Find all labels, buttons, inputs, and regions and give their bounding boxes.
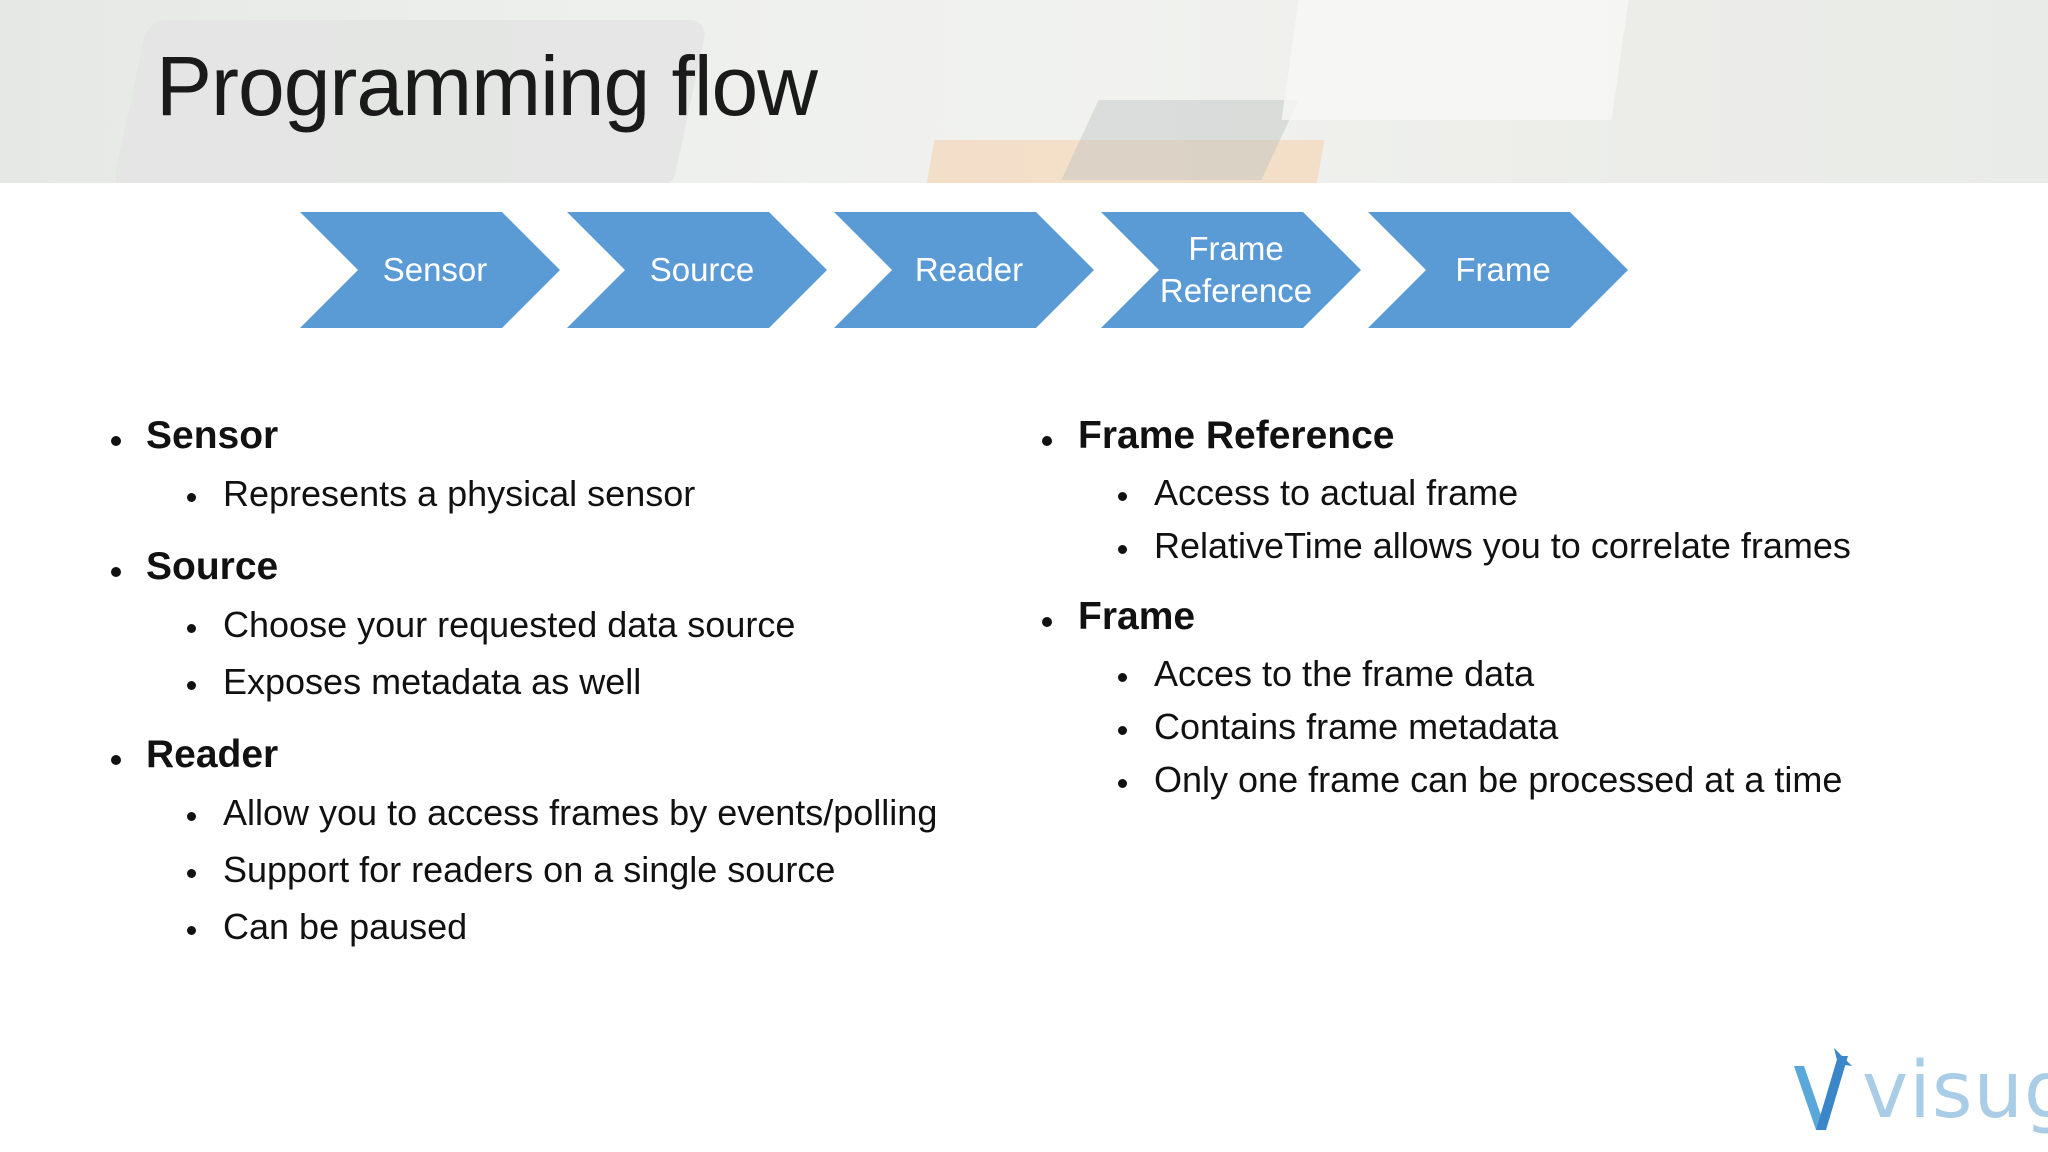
flow-step-chevron xyxy=(1101,212,1361,328)
logo-text: visug xyxy=(1862,1046,2048,1136)
bullet-heading: Reader xyxy=(146,733,279,776)
bullet-dot xyxy=(187,493,196,502)
flow-step-chevron xyxy=(1368,212,1628,328)
bullet-item: Contains frame metadata xyxy=(1154,706,1559,747)
bullet-item: RelativeTime allows you to correlate fra… xyxy=(1154,525,1851,566)
bullet-item: Acces to the frame data xyxy=(1154,653,1535,694)
bullet-dot xyxy=(187,812,196,821)
bullet-dot xyxy=(1118,673,1127,682)
bullet-dot xyxy=(1042,617,1052,627)
bullet-heading: Frame xyxy=(1078,595,1196,638)
bullet-heading: Frame Reference xyxy=(1078,414,1395,457)
flow-step-chevron xyxy=(300,212,560,328)
bullet-item: Can be paused xyxy=(223,906,468,947)
bullet-item: Only one frame can be processed at a tim… xyxy=(1154,759,1843,800)
v-logo-icon xyxy=(1794,1048,1852,1130)
flow-diagram xyxy=(300,212,1628,328)
bullet-dot xyxy=(1118,726,1127,735)
bullet-item: Support for readers on a single source xyxy=(223,849,836,890)
bullet-item: Access to actual frame xyxy=(1154,472,1519,513)
bullet-item: Represents a physical sensor xyxy=(223,473,696,514)
bullet-dot xyxy=(187,681,196,690)
flow-step-label: Sensor xyxy=(382,251,488,288)
bullet-item: Allow you to access frames by events/pol… xyxy=(223,792,938,833)
bullet-heading: Source xyxy=(146,545,279,588)
bullet-dot xyxy=(111,755,121,765)
header-background: Programming flow xyxy=(0,0,2048,183)
flow-step-label: Reader xyxy=(914,251,1024,288)
bullet-dot xyxy=(1118,545,1127,554)
bullet-dot xyxy=(111,436,121,446)
bullet-dot xyxy=(1118,492,1127,501)
bullet-dot xyxy=(187,624,196,633)
bullet-dot xyxy=(187,926,196,935)
flow-step-chevron xyxy=(567,212,827,328)
flow-step-label: Source xyxy=(649,251,755,288)
bullet-dot xyxy=(111,567,121,577)
page-title: Programming flow xyxy=(156,39,818,133)
bullet-item: Exposes metadata as well xyxy=(223,661,642,702)
flow-step-chevron xyxy=(834,212,1094,328)
bullet-heading: Sensor xyxy=(146,414,279,457)
bullet-item: Choose your requested data source xyxy=(223,604,796,645)
visug-logo: visug xyxy=(1790,1040,2048,1140)
bullet-dot xyxy=(1042,436,1052,446)
bullet-dot xyxy=(1118,779,1127,788)
bullet-dot xyxy=(187,869,196,878)
flow-step-label: Frame xyxy=(1455,251,1551,288)
